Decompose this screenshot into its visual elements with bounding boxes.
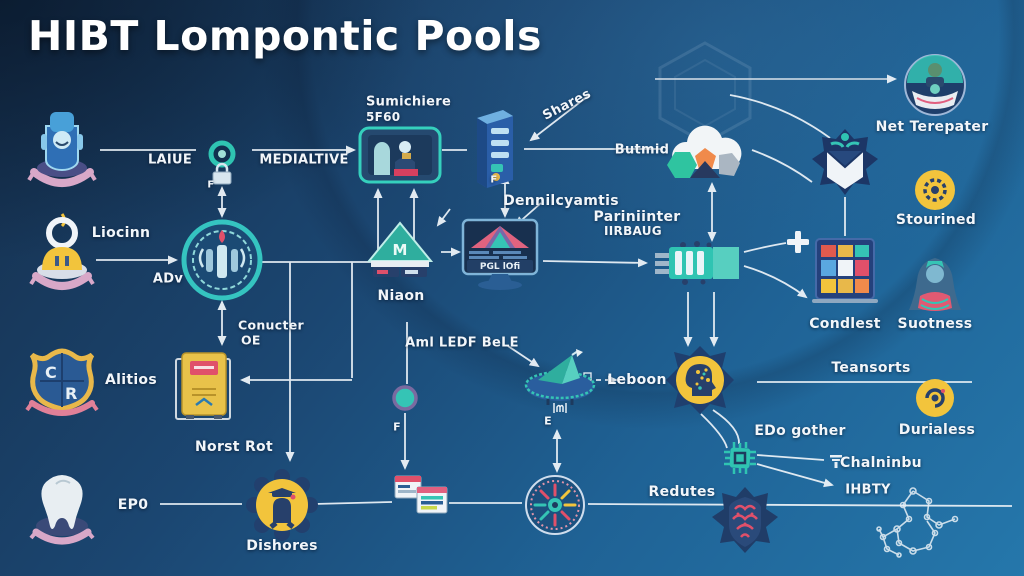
pyramid-icon: M [359, 221, 441, 279]
label-norst-rot: Norst Rot [195, 439, 273, 455]
stourined-badge-icon [913, 168, 957, 212]
label-teansorts: Teansorts [831, 360, 911, 376]
label-conucter: Conucter [238, 317, 304, 333]
label-f-node: F [207, 179, 215, 191]
dishores-badge-icon [246, 469, 318, 541]
window-icon-1 [394, 475, 422, 499]
server-tower-icon [469, 106, 521, 190]
cloud-icon [661, 121, 749, 183]
label-iirbaug: IIRBAUG [604, 224, 662, 238]
plus-icon [786, 230, 810, 254]
dashboard-grid-icon [812, 237, 878, 307]
label-medialtive: MEDIALTIVE [259, 152, 349, 168]
tablet-icon [358, 126, 442, 184]
connector-icon [653, 239, 741, 287]
member-figure-icon [24, 212, 100, 298]
svg-text:R: R [65, 384, 77, 403]
analyst-bust-icon [906, 254, 964, 316]
desk-person-icon [903, 53, 967, 117]
label-condlest: Condlest [809, 316, 881, 332]
label-suotness: Suotness [897, 316, 973, 332]
label-stourined: Stourined [895, 212, 977, 228]
envelope-shield-icon [810, 127, 880, 197]
lock-node-icon [204, 140, 240, 188]
burst-icon [523, 473, 587, 537]
label-ihbty: IHBTY [845, 482, 891, 498]
tooth-icon [26, 468, 98, 548]
label-sumichiere: Sumichiere [366, 94, 452, 110]
label-conucter-oe: OE [241, 332, 261, 348]
label-f-lower: F [393, 420, 401, 434]
label-dishores: Dishores [246, 538, 318, 554]
durialess-badge-icon [914, 377, 956, 419]
page-title: HIBT Lompontic Pools [28, 12, 542, 60]
monitor-screen-label: PGL lOfi [480, 262, 520, 272]
label-aml-ledf-bele: Aml LEDF BeLE [405, 335, 519, 351]
label-redutes: Redutes [648, 484, 716, 500]
label-ep0: EP0 [117, 497, 149, 513]
label-niaon: Niaon [377, 288, 425, 304]
chalninbu-icon [829, 453, 843, 469]
label-alitios: Alitios [105, 372, 157, 388]
window-icon-2 [416, 486, 448, 514]
node-f-icon [391, 384, 419, 412]
meter-icon [552, 402, 568, 415]
virus-shield-icon [712, 487, 778, 557]
svg-text:M: M [393, 241, 408, 259]
label-durialess: Durialess [898, 422, 976, 438]
label-dennilcyamtis: Dennilcyamtis [503, 193, 619, 209]
label-chalninbu: Chalninbu [840, 455, 922, 471]
dish-antenna-icon [518, 349, 602, 407]
label-butmid: Butmid [614, 142, 670, 158]
label-sumichiere-code: 5F60 [366, 110, 401, 124]
label-net-terepater: Net Terepater [875, 119, 989, 135]
label-leboon: Leboon [607, 372, 667, 388]
label-pariniinter: Pariniinter [593, 209, 681, 225]
monitor-pyramid-icon: PGL lOfi [457, 218, 543, 292]
label-liocinn: Liocinn [91, 225, 151, 241]
chip-icon [723, 441, 757, 475]
crest-shield-icon: C R [24, 341, 100, 423]
emblem-circle-icon [180, 218, 264, 302]
brain-head-icon [664, 344, 736, 416]
label-e-dish: E [544, 414, 552, 428]
label-edo-gother: EDo gother [754, 423, 846, 439]
label-f-server: F [490, 174, 498, 186]
molecule-icon [865, 485, 965, 569]
label-adv: ADv [152, 271, 184, 287]
book-icon [174, 351, 236, 423]
robot-mascot-icon [22, 108, 102, 196]
label-laiue: LAIUE [147, 152, 193, 168]
svg-text:C: C [45, 363, 57, 382]
